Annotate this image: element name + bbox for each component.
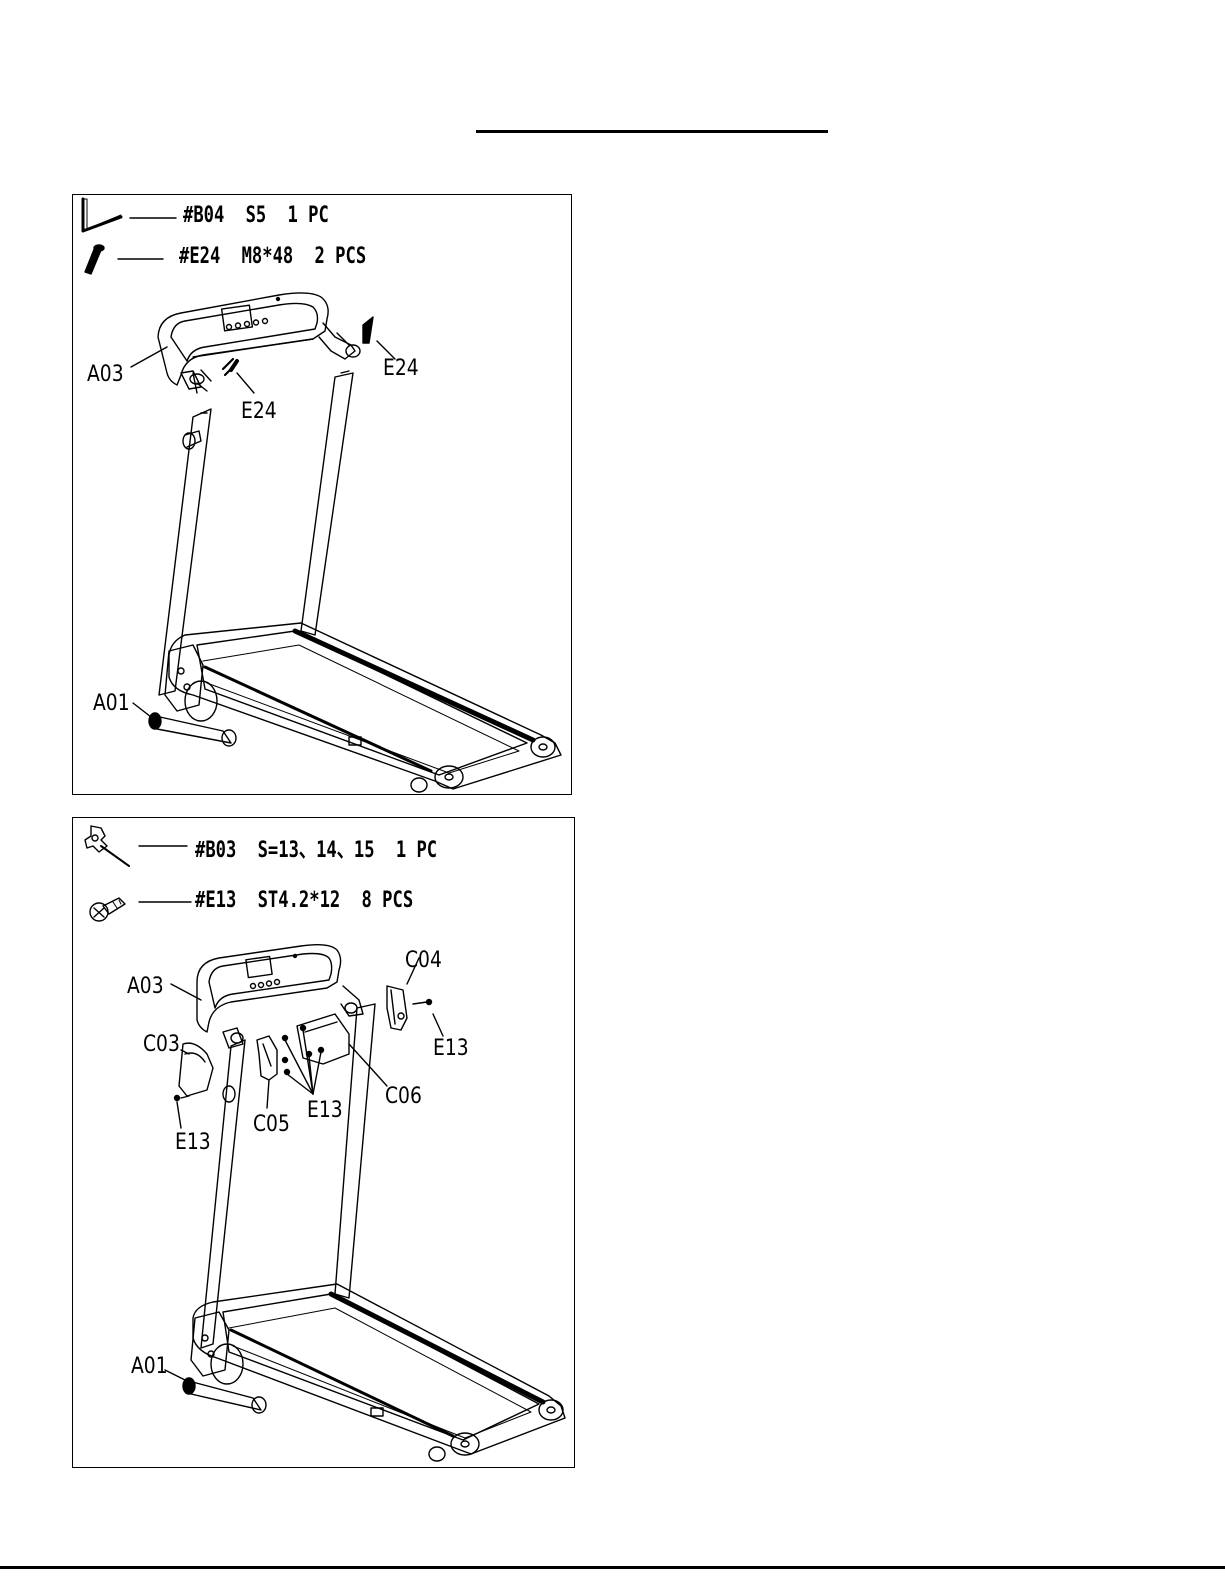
hardware-code: #E13 <box>195 888 236 913</box>
callout-e13-center: E13 <box>307 1098 343 1123</box>
callout-a03: A03 <box>87 362 124 387</box>
hardware-code: #E24 <box>179 244 220 269</box>
hardware-row-e13: #E13 ST4.2*12 8 PCS <box>195 888 424 913</box>
hardware-row-b03: #B03 S=13、14、15 1 PC <box>195 832 448 864</box>
hardware-row-b04: #B04 S5 1 PC <box>183 203 340 228</box>
hardware-size: S5 <box>246 203 267 228</box>
callout-e13-left: E13 <box>175 1130 211 1155</box>
step-1-illustration <box>73 195 573 796</box>
callout-e13-right: E13 <box>433 1036 469 1061</box>
bolt-icon <box>85 245 104 274</box>
hardware-size: M8*48 <box>242 244 294 269</box>
hardware-qty: 1 PC <box>288 203 329 228</box>
callout-e24-left: E24 <box>241 399 277 424</box>
assembly-step-2-panel: #B03 S=13、14、15 1 PC #E13 ST4.2*12 8 PCS… <box>72 817 575 1468</box>
callout-c05: C05 <box>253 1112 290 1137</box>
callout-a01: A01 <box>93 691 130 716</box>
callout-c06: C06 <box>385 1084 422 1109</box>
screw-icon <box>90 898 125 921</box>
allen-key-icon <box>83 199 121 231</box>
hardware-qty: 2 PCS <box>315 244 367 269</box>
hardware-size: S=13、14、15 <box>258 838 375 863</box>
callout-a03: A03 <box>127 974 164 999</box>
hardware-size: ST4.2*12 <box>258 888 341 913</box>
assembly-step-1-panel: #B04 S5 1 PC #E24 M8*48 2 PCS A03 E24 E2… <box>72 194 572 795</box>
title-underline <box>476 130 828 133</box>
callout-c03: C03 <box>143 1032 180 1057</box>
hardware-row-e24: #E24 M8*48 2 PCS <box>179 244 377 269</box>
hardware-qty: 1 PC <box>396 838 437 863</box>
page-bottom-rule <box>0 1566 1225 1569</box>
hardware-code: #B03 <box>195 838 236 863</box>
hardware-code: #B04 <box>183 203 224 228</box>
callout-e24-right: E24 <box>383 356 419 381</box>
callout-c04: C04 <box>405 948 442 973</box>
hardware-qty: 8 PCS <box>361 888 413 913</box>
callout-a01: A01 <box>131 1354 168 1379</box>
wrench-screwdriver-icon <box>85 826 129 866</box>
